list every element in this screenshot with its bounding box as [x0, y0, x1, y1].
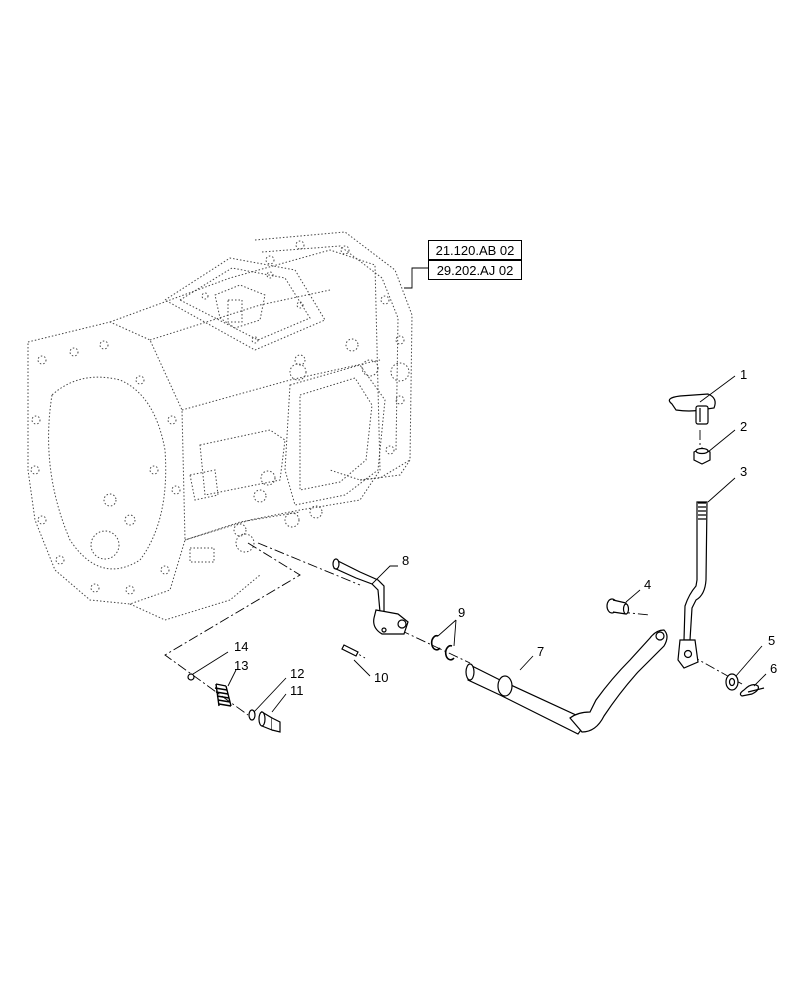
seal-ring-icon	[248, 709, 256, 721]
shift-arm-icon	[332, 558, 409, 635]
callout-14: 14	[234, 639, 249, 654]
callout-13: 13	[234, 658, 249, 673]
bolt-icon	[606, 598, 630, 615]
callout-4: 4	[644, 577, 652, 592]
callout-12: 12	[290, 666, 305, 681]
callout-2: 2	[740, 419, 748, 434]
spring-icon	[214, 683, 232, 707]
callout-11: 11	[290, 683, 304, 698]
callout-1: 1	[740, 367, 748, 382]
callout-8: 8	[402, 553, 410, 568]
callout-10: 10	[374, 670, 389, 685]
leader-lines	[164, 430, 743, 716]
callout-9: 9	[458, 605, 466, 620]
ball-icon	[187, 673, 195, 681]
transmission-housing-outline	[27, 231, 413, 621]
callout-leaders	[192, 267, 767, 713]
callout-6: 6	[770, 661, 778, 676]
snap-ring-icon	[430, 634, 455, 661]
pin-icon	[341, 644, 359, 657]
reference-box-2: 29.202.AJ 02	[428, 260, 522, 280]
reference-box-1: 21.120.AB 02	[428, 240, 522, 260]
shift-rod-icon	[677, 501, 708, 669]
callout-3: 3	[740, 464, 748, 479]
hex-nut-icon	[693, 447, 711, 465]
callout-5: 5	[768, 633, 776, 648]
plug-icon	[258, 710, 281, 733]
lever-knob-icon	[668, 393, 716, 425]
washer-icon	[725, 673, 739, 691]
callout-7: 7	[537, 644, 545, 659]
lever-arm-icon	[465, 629, 668, 735]
clip-icon	[739, 684, 765, 697]
